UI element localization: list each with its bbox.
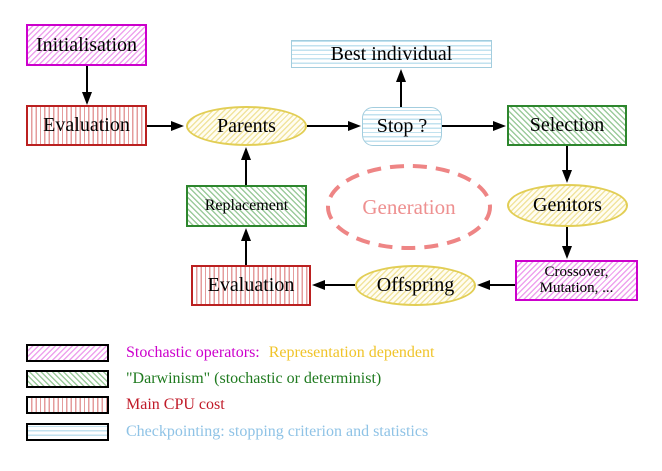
arrow-shaft — [489, 284, 515, 286]
arrow-shaft — [566, 227, 568, 247]
legend-label-stochastic: Stochastic operators: — [126, 344, 260, 361]
generation-dashed-ellipse — [326, 164, 492, 250]
legend-row-cpu: Main CPU cost — [26, 396, 225, 414]
node-evaluation-top-label: Evaluation — [43, 114, 130, 136]
node-stop-label: Stop ? — [376, 115, 428, 137]
arrow-shaft — [400, 80, 402, 107]
node-replacement: Replacement — [186, 185, 307, 227]
legend-row-checkpointing: Checkpointing: stopping criterion and st… — [26, 423, 428, 441]
node-generation: Generation — [325, 163, 493, 251]
node-crossover-mutation: Crossover, Mutation, ... — [515, 260, 638, 301]
arrowhead-left-icon — [477, 280, 490, 290]
legend-swatch-magenta-hatch — [26, 344, 109, 362]
legend-row-darwinism: "Darwinism" (stochastic or determinist) — [26, 370, 381, 388]
arrowhead-left-icon — [312, 280, 325, 290]
legend-label-cpu: Main CPU cost — [126, 396, 225, 413]
node-genitors-label: Genitors — [533, 194, 602, 216]
arrowhead-down-icon — [562, 246, 572, 259]
arrowhead-up-icon — [241, 147, 251, 160]
node-initialisation-label: Initialisation — [35, 33, 138, 56]
arrowhead-right-icon — [493, 121, 506, 131]
arrow-shaft — [442, 125, 494, 127]
legend-label-representation: Representation dependent — [268, 344, 435, 361]
legend-label-checkpointing: Checkpointing: stopping criterion and st… — [126, 423, 429, 440]
arrow-shaft — [245, 159, 247, 185]
node-offspring-label: Offspring — [376, 274, 455, 296]
legend-swatch-cyan-stripes — [26, 423, 109, 441]
node-parents: Parents — [186, 106, 307, 146]
arrowhead-up-icon — [241, 228, 251, 241]
node-stop: Stop ? — [362, 107, 442, 146]
legend-row-stochastic: Stochastic operators: Representation dep… — [26, 344, 434, 362]
node-evaluation-bottom-label: Evaluation — [207, 274, 295, 296]
arrow-shaft — [147, 125, 172, 127]
arrow-shaft — [86, 66, 88, 94]
node-replacement-label: Replacement — [204, 196, 289, 214]
node-parents-label: Parents — [217, 114, 276, 137]
node-best-individual: Best individual — [291, 40, 492, 68]
arrowhead-up-icon — [396, 69, 406, 82]
legend-label-darwinism: "Darwinism" (stochastic or determinist) — [126, 370, 382, 387]
arrow-shaft — [324, 284, 355, 286]
node-best-individual-label: Best individual — [330, 42, 453, 65]
arrowhead-down-icon — [82, 92, 92, 105]
arrow-shaft — [566, 146, 568, 171]
node-selection-label: Selection — [529, 114, 605, 136]
arrowhead-right-icon — [171, 121, 184, 131]
node-evaluation-bottom: Evaluation — [191, 265, 311, 306]
legend-swatch-red-stripes — [26, 396, 109, 414]
node-offspring: Offspring — [355, 265, 476, 306]
node-generation-label: Generation — [362, 194, 456, 219]
arrow-shaft — [307, 125, 349, 127]
arrowhead-down-icon — [562, 170, 572, 183]
node-selection: Selection — [507, 105, 627, 146]
arrow-shaft — [245, 240, 247, 265]
node-genitors: Genitors — [507, 184, 628, 227]
node-crossover-line1: Crossover, — [544, 263, 609, 280]
node-evaluation-top: Evaluation — [26, 105, 147, 146]
node-initialisation: Initialisation — [26, 24, 147, 66]
arrowhead-right-icon — [348, 121, 361, 131]
node-crossover-line2: Mutation, ... — [539, 279, 614, 296]
legend-swatch-green-hatch — [26, 370, 109, 388]
